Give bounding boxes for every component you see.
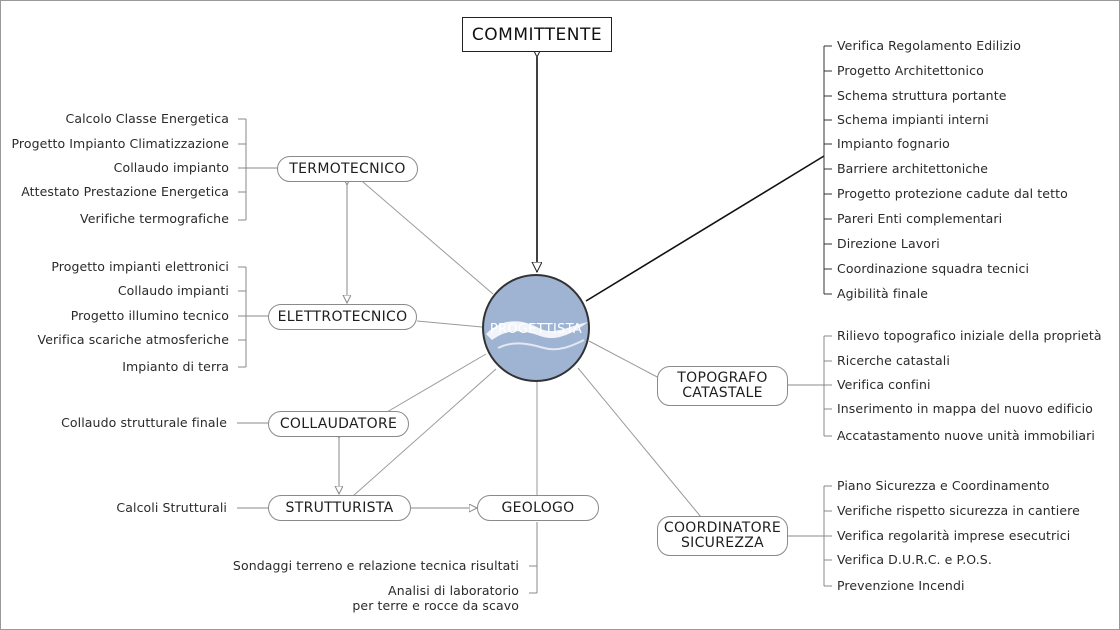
bracket-termotecnico bbox=[238, 118, 277, 221]
geologo-label: GEOLOGO bbox=[501, 499, 575, 516]
task-progettista: Schema impianti interni bbox=[837, 112, 989, 127]
task-termotecnico: Progetto Impianto Climatizzazione bbox=[11, 136, 229, 151]
task-topografo: Verifica confini bbox=[837, 377, 931, 392]
link-hub-coordinatore bbox=[577, 367, 702, 518]
task-collaudatore: Collaudo strutturale finale bbox=[61, 415, 227, 430]
link-hub-strutturista bbox=[352, 368, 497, 497]
task-termotecnico: Calcolo Classe Energetica bbox=[65, 111, 229, 126]
task-progettista: Direzione Lavori bbox=[837, 236, 940, 251]
task-topografo: Inserimento in mappa del nuovo edificio bbox=[837, 401, 1093, 416]
committente-box: COMMITTENTE bbox=[462, 17, 612, 52]
link-hub-elettrotecnico bbox=[416, 320, 483, 328]
task-progettista: Schema struttura portante bbox=[837, 88, 1007, 103]
topografo-box: TOPOGRAFO CATASTALE bbox=[657, 366, 788, 406]
task-topografo: Ricerche catastali bbox=[837, 353, 950, 368]
link-hub-collaudatore bbox=[386, 353, 487, 413]
task-termotecnico: Attestato Prestazione Energetica bbox=[21, 184, 229, 199]
coordinatore-label: COORDINATORE SICUREZZA bbox=[663, 520, 782, 551]
task-geologo: Sondaggi terreno e relazione tecnica ris… bbox=[232, 558, 519, 573]
task-coordinatore: Piano Sicurezza e Coordinamento bbox=[837, 478, 1050, 493]
bracket-progettista bbox=[823, 45, 832, 295]
elettrotecnico-box: ELETTROTECNICO bbox=[268, 304, 417, 330]
link-hub-termotecnico bbox=[362, 181, 494, 295]
task-progettista: Agibilità finale bbox=[837, 286, 929, 301]
bracket-elettrotecnico bbox=[238, 266, 268, 368]
task-progettista: Progetto protezione cadute dal tetto bbox=[837, 186, 1068, 201]
task-coordinatore: Verifica regolarità imprese esecutrici bbox=[837, 528, 1071, 543]
task-progettista: Pareri Enti complementari bbox=[837, 211, 1003, 226]
committente-label: COMMITTENTE bbox=[471, 24, 603, 45]
task-elettrotecnico: Progetto illumino tecnico bbox=[70, 308, 229, 323]
bracket-geologo bbox=[529, 522, 538, 594]
task-termotecnico: Collaudo impianto bbox=[113, 160, 229, 175]
bracket-topografo bbox=[788, 335, 832, 437]
task-elettrotecnico: Verifica scariche atmosferiche bbox=[37, 332, 229, 347]
topografo-label: TOPOGRAFO CATASTALE bbox=[677, 370, 768, 401]
termotecnico-box: TERMOTECNICO bbox=[277, 156, 418, 182]
link-hub-topografo bbox=[588, 340, 662, 380]
termotecnico-label: TERMOTECNICO bbox=[289, 160, 406, 177]
task-progettista: Verifica Regolamento Edilizio bbox=[837, 38, 1021, 53]
task-elettrotecnico: Progetto impianti elettronici bbox=[51, 259, 229, 274]
elettrotecnico-label: ELETTROTECNICO bbox=[277, 308, 408, 325]
task-geologo: Analisi di laboratorio per terre e rocce… bbox=[352, 583, 519, 613]
task-elettrotecnico: Impianto di terra bbox=[122, 359, 229, 374]
collaudatore-label: COLLAUDATORE bbox=[279, 415, 398, 432]
task-progettista: Progetto Architettonico bbox=[837, 63, 984, 78]
strutturista-label: STRUTTURISTA bbox=[285, 499, 394, 516]
coordinatore-box: COORDINATORE SICUREZZA bbox=[657, 516, 788, 556]
task-termotecnico: Verifiche termografiche bbox=[80, 211, 229, 226]
task-elettrotecnico: Collaudo impianti bbox=[117, 283, 229, 298]
wave-icon bbox=[486, 321, 588, 351]
progettista-label: PROGETTISTA bbox=[489, 322, 583, 337]
link-progettista-tasks bbox=[585, 155, 825, 302]
progettista-node: PROGETTISTA bbox=[482, 274, 590, 382]
task-progettista: Coordinazione squadra tecnici bbox=[837, 261, 1030, 276]
strutturista-box: STRUTTURISTA bbox=[268, 495, 411, 521]
task-coordinatore: Prevenzione Incendi bbox=[837, 578, 965, 593]
task-topografo: Rilievo topografico iniziale della propr… bbox=[837, 328, 1102, 343]
bracket-coordinatore bbox=[788, 485, 832, 587]
task-coordinatore: Verifica D.U.R.C. e P.O.S. bbox=[837, 552, 992, 567]
task-strutturista: Calcoli Strutturali bbox=[116, 500, 227, 515]
geologo-box: GEOLOGO bbox=[477, 495, 599, 521]
collaudatore-box: COLLAUDATORE bbox=[268, 411, 409, 437]
task-progettista: Barriere architettoniche bbox=[837, 161, 989, 176]
task-coordinatore: Verifiche rispetto sicurezza in cantiere bbox=[837, 503, 1080, 518]
task-topografo: Accatastamento nuove unità immobiliari bbox=[837, 428, 1095, 443]
task-progettista: Impianto fognario bbox=[837, 136, 950, 151]
